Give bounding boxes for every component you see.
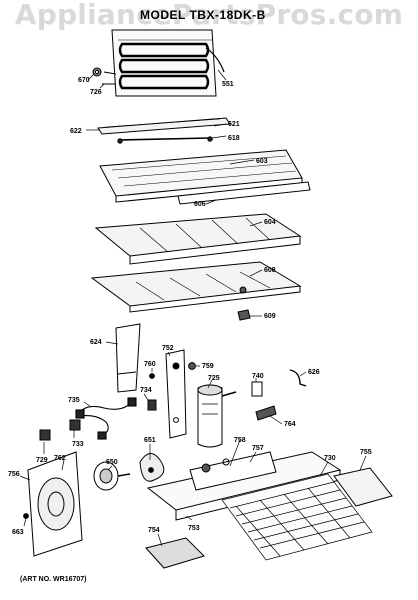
callout-725: 725 xyxy=(208,375,220,382)
callout-651: 651 xyxy=(144,437,156,444)
callout-622: 622 xyxy=(70,128,82,135)
callout-608: 608 xyxy=(264,267,276,274)
part-729 xyxy=(39,429,51,441)
evaporator-coil xyxy=(92,29,225,97)
callout-624: 624 xyxy=(90,339,102,346)
callout-551: 551 xyxy=(222,81,234,88)
callout-626: 626 xyxy=(308,369,320,376)
callout-757: 757 xyxy=(252,445,264,452)
screw-663 xyxy=(23,513,29,519)
leader-lines xyxy=(19,69,367,547)
part-764 xyxy=(255,405,277,421)
callout-603: 603 xyxy=(256,158,268,165)
callout-650: 650 xyxy=(106,459,118,466)
callout-730: 730 xyxy=(324,455,336,462)
compressor xyxy=(197,384,237,448)
callout-726: 726 xyxy=(90,89,102,96)
model-title: MODEL TBX-18DK-B xyxy=(140,8,266,22)
callout-762: 762 xyxy=(54,455,66,462)
wiring-harness xyxy=(75,397,137,440)
callout-755: 755 xyxy=(360,449,372,456)
callout-734: 734 xyxy=(140,387,152,394)
part-740 xyxy=(251,381,263,397)
callout-733: 733 xyxy=(72,441,84,448)
callout-758: 758 xyxy=(234,437,246,444)
screw-759 xyxy=(188,362,196,370)
callout-759: 759 xyxy=(202,363,214,370)
fan-motor xyxy=(93,461,131,491)
fan-blade xyxy=(139,453,165,482)
part-626 xyxy=(289,369,307,387)
callout-621: 621 xyxy=(228,121,240,128)
callout-740: 740 xyxy=(252,373,264,380)
drip-tray xyxy=(90,261,302,313)
callout-618: 618 xyxy=(228,135,240,142)
pad-754 xyxy=(145,537,205,569)
part-733 xyxy=(69,419,81,431)
callout-609: 609 xyxy=(264,313,276,320)
condenser-coil xyxy=(221,473,373,561)
clip-609 xyxy=(237,309,251,321)
art-number: (ART NO. WR16707) xyxy=(20,576,87,583)
part-734 xyxy=(147,399,157,411)
callout-754: 754 xyxy=(148,527,160,534)
callout-752: 752 xyxy=(162,345,174,352)
air-duct xyxy=(115,323,141,393)
callout-729: 729 xyxy=(36,457,48,464)
callout-764: 764 xyxy=(284,421,296,428)
callout-670: 670 xyxy=(78,77,90,84)
panel-755 xyxy=(333,467,393,507)
evaporator-cover xyxy=(99,149,311,205)
callout-760: 760 xyxy=(144,361,156,368)
callout-753: 753 xyxy=(188,525,200,532)
callout-735: 735 xyxy=(68,397,80,404)
heater-strip xyxy=(97,117,231,144)
callout-labels: 670 726 551 622 621 618 603 606 604 608 … xyxy=(8,77,372,536)
fan-shroud xyxy=(27,451,83,557)
mounting-bracket xyxy=(165,349,187,439)
machine-base xyxy=(146,451,342,521)
callout-663: 663 xyxy=(12,529,24,536)
watermark: AppliancePartsPros.com xyxy=(14,0,404,31)
part-760 xyxy=(149,373,155,379)
callout-756: 756 xyxy=(8,471,20,478)
freezer-shelf xyxy=(94,213,302,265)
callout-606: 606 xyxy=(194,201,206,208)
callout-604: 604 xyxy=(264,219,276,226)
